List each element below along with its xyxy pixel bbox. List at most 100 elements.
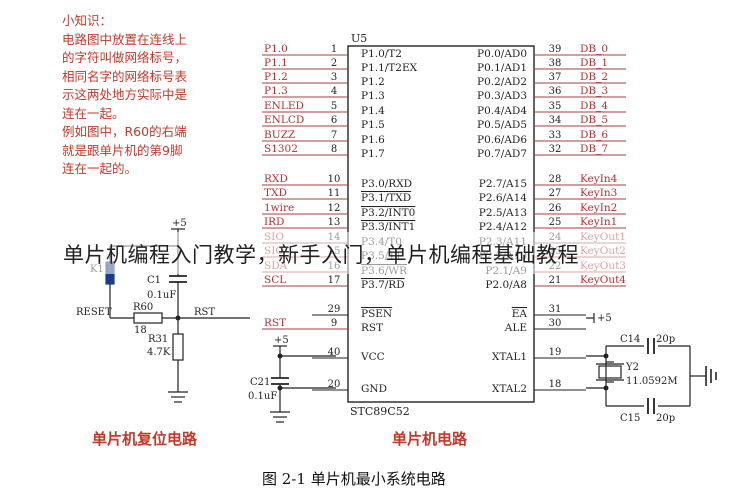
rst-junction [175, 315, 181, 321]
right-net-label: KeyIn3 [580, 187, 617, 199]
left-pin-name: GND [361, 383, 387, 395]
right-pin-name: P0.7/AD7 [477, 148, 527, 160]
c15-label: C15 [620, 413, 640, 424]
right-pin-number: 35 [549, 101, 562, 112]
left-pin-name: P1.0/T2 [361, 48, 402, 60]
right-pin-number: 25 [549, 217, 562, 228]
mcu-section-title: 单片机电路 [392, 430, 468, 448]
left-pin-name: P1.5 [361, 119, 385, 131]
c14-label: C14 [620, 334, 640, 345]
right-pin-number: 27 [549, 188, 562, 199]
right-pin-name: P0.3/AD3 [477, 90, 527, 102]
left-pin-name: P3.7/RD [361, 279, 405, 291]
right-pin-number: 38 [549, 58, 562, 69]
watermark-banner [0, 232, 747, 274]
vcc-junction [277, 353, 283, 359]
right-net-label: DB_6 [580, 129, 608, 141]
right-pin-number: 34 [549, 115, 562, 126]
right-pin-number: 37 [549, 72, 562, 83]
r60-label: R60 [133, 302, 153, 313]
right-pin-number: 19 [549, 347, 562, 358]
left-pin-number: 6 [331, 115, 337, 126]
right-net-label: KeyIn2 [580, 202, 617, 214]
r31-label: R31 [148, 334, 168, 345]
left-pin-number: 4 [331, 86, 337, 97]
right-net-label: KeyIn1 [580, 216, 617, 228]
right-pin-number: 18 [549, 379, 562, 390]
left-pin-number: 2 [331, 58, 337, 69]
reset-section-title: 单片机复位电路 [92, 430, 198, 448]
left-pin-number: 3 [331, 72, 337, 83]
right-pin-number: 36 [549, 86, 562, 97]
y2-label: Y2 [625, 362, 639, 373]
left-net-label: P1.2 [264, 71, 288, 83]
left-pin-name: P1.7 [361, 148, 385, 160]
c15-value: 20p [656, 413, 675, 424]
right-net-label: DB_2 [580, 71, 608, 83]
right-pin-name: P2.6/A14 [479, 192, 528, 204]
right-pin-name: XTAL2 [492, 383, 527, 395]
tip-line: 示这两处地方实际中是 [62, 87, 188, 102]
left-net-label: TXD [264, 187, 287, 199]
left-pin-number: 17 [328, 275, 341, 286]
right-pin-number: 26 [549, 203, 562, 214]
left-net-label: RST [264, 317, 286, 329]
right-net-label: KeyIn4 [580, 173, 618, 185]
ea-tie [586, 313, 595, 323]
right-pin-name: P2.0/A8 [485, 279, 527, 291]
right-pin-name: EA [512, 308, 528, 320]
figure-caption: 图 2-1 单片机最小系统电路 [262, 470, 446, 488]
left-pin-name: P3.2/INT0 [361, 207, 415, 219]
right-pin-name: P0.6/AD6 [477, 134, 527, 146]
xtal2-junction [603, 385, 609, 391]
xtal1-junction [603, 353, 609, 359]
right-pin-number: 31 [549, 304, 562, 315]
left-pin-number: 9 [331, 318, 337, 329]
c14-value: 20p [656, 334, 675, 345]
power-circuit [270, 345, 336, 423]
right-pin-number: 21 [549, 275, 562, 286]
y2-value: 11.0592M [626, 376, 678, 387]
reset-cap-value: 0.1uF [147, 290, 176, 301]
left-pin-name: PSEN [361, 308, 392, 320]
power-vcc: +5 [274, 335, 289, 346]
right-pin-name: P0.1/AD1 [477, 62, 527, 74]
left-pin-name: P1.3 [361, 90, 385, 102]
left-pin-number: 7 [331, 130, 337, 141]
right-pin-name: P0.2/AD2 [477, 76, 527, 88]
right-net-label: DB_4 [580, 100, 608, 112]
right-net-label: DB_3 [580, 85, 608, 97]
left-net-label: BUZZ [264, 129, 295, 141]
right-net-label: DB_7 [580, 143, 608, 155]
left-net-label: S1302 [264, 143, 298, 155]
right-pin-name: P2.5/A13 [479, 207, 527, 219]
left-pin-name: VCC [360, 351, 385, 363]
tip-line: 的字符叫做网络标号， [62, 50, 188, 65]
right-pin-name: P0.5/AD5 [477, 119, 527, 131]
tip-line: 连在一起的。 [62, 161, 138, 176]
reset-vcc: +5 [172, 218, 187, 229]
tip-title: 小知识： [62, 13, 113, 28]
left-pin-name: P1.1/T2EX [361, 62, 418, 74]
left-pin-number: 5 [331, 101, 337, 112]
left-pin-name: P3.3/INT1 [361, 221, 415, 233]
right-pin-name: P0.0/AD0 [477, 48, 527, 60]
left-pin-name: P1.4 [361, 105, 385, 117]
left-net-label: P1.3 [264, 85, 288, 97]
c21-label: C21 [250, 377, 270, 388]
watermark-text: 单片机编程入门教学，新手入门，单片机编程基础教程 [63, 243, 579, 267]
right-pin-number: 28 [549, 174, 562, 185]
left-pin-name: P1.2 [361, 76, 385, 88]
right-net-label: DB_0 [580, 43, 608, 55]
left-pin-number: 13 [328, 217, 341, 228]
left-net-label: ENLCD [264, 114, 304, 126]
left-pin-number: 29 [328, 304, 341, 315]
tip-line: 连在一起。 [62, 105, 125, 121]
reset-net-label: RESET [76, 307, 112, 318]
right-pin-name: XTAL1 [492, 351, 527, 363]
left-net-label: SCL [264, 274, 286, 286]
right-net-label: DB_1 [580, 57, 608, 69]
left-pin-number: 1 [331, 44, 337, 55]
